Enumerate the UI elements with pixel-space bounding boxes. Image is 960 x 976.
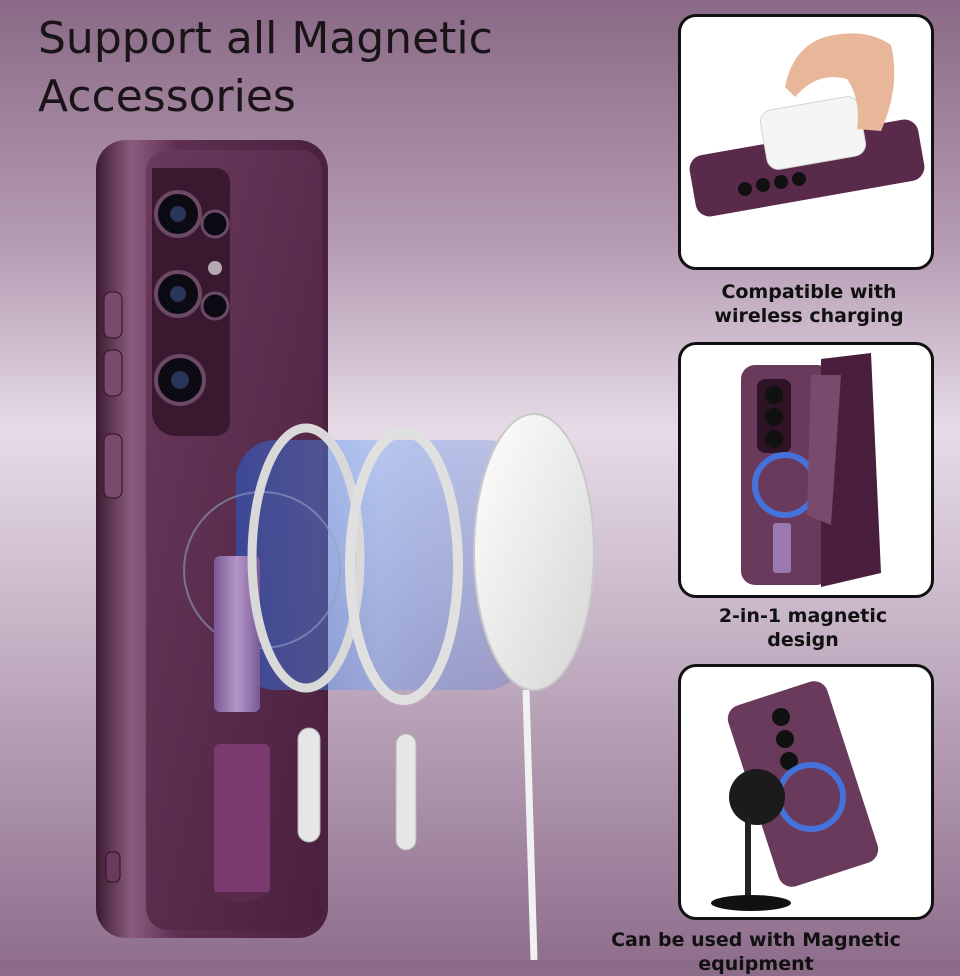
- feature-panel-magnetic-equipment: [678, 664, 934, 920]
- hand-strap: [214, 556, 270, 902]
- headline: Support all Magnetic Accessories: [38, 10, 598, 126]
- feature-panel-wireless-charging: [678, 14, 934, 270]
- feature-caption-1-line2: wireless charging: [714, 305, 904, 327]
- charger-cable: [522, 689, 538, 960]
- feature-caption-1: Compatible with wireless charging: [678, 280, 940, 328]
- metal-plate-1-icon: [297, 727, 321, 843]
- feature-caption-3: Can be used with Magnetic equipment: [556, 928, 956, 976]
- feature-caption-1-line1: Compatible with: [721, 281, 897, 303]
- metal-ring-2-icon: [345, 427, 463, 705]
- headline-line2: Accessories: [38, 71, 296, 122]
- feature-caption-2: 2-in-1 magnetic design: [678, 604, 928, 652]
- camera-module: [152, 168, 230, 436]
- headline-line1: Support all Magnetic: [38, 13, 493, 64]
- two-in-one-design-illustration: [741, 353, 881, 587]
- metal-plate-2-icon: [395, 733, 417, 851]
- wireless-charging-illustration: [689, 33, 925, 217]
- feature-caption-2-line1: 2-in-1 magnetic: [718, 605, 888, 627]
- feature-panel-2in1-magnetic: [678, 342, 934, 598]
- metal-ring-1-icon: [247, 423, 365, 693]
- feature-caption-2-line2: design: [767, 629, 839, 651]
- magnetic-stand-illustration: [711, 681, 879, 911]
- feature-caption-3-line1: Can be used with Magnetic equipment: [611, 929, 901, 975]
- magnetic-charger-pad-icon: [473, 413, 595, 691]
